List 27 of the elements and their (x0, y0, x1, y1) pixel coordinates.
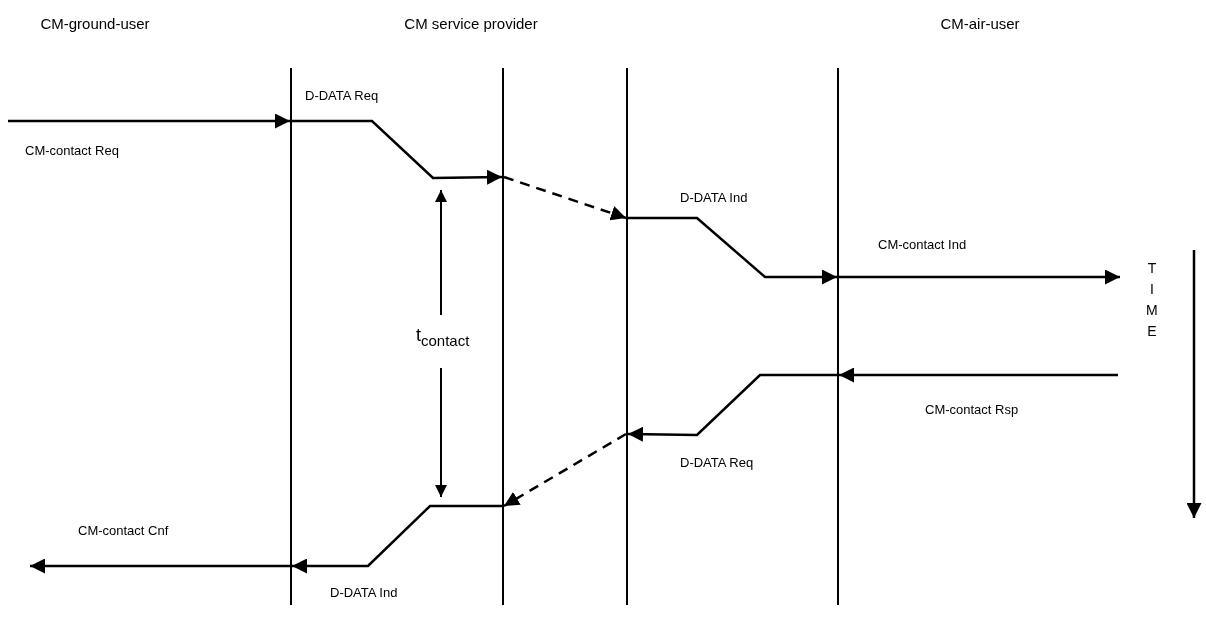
arrow (839, 269, 1120, 285)
edge-label: D-DATA Req (680, 455, 754, 470)
arrow (628, 373, 837, 442)
arrow (8, 113, 290, 129)
lifeline (626, 68, 628, 605)
edge-label: CM-contact Rsp (925, 402, 1019, 417)
edge-label: D-DATA Req (305, 88, 379, 103)
dimension-label: t$_{contact}$ (416, 325, 470, 349)
axis-label: TIME (1146, 259, 1158, 341)
arrow (503, 175, 627, 221)
column-heading: CM-ground-user (40, 15, 150, 32)
edge-label: CM-contact Req (25, 143, 119, 158)
lifeline (290, 68, 292, 605)
column-heading: CM-air-user (940, 15, 1020, 32)
edge-label: D-DATA Ind (680, 190, 748, 205)
lifeline (502, 68, 504, 605)
arrow (30, 558, 290, 574)
lifeline (837, 68, 839, 605)
edge-label: CM-contact Cnf (78, 523, 169, 538)
edge-label: CM-contact Ind (878, 237, 967, 252)
arrow (292, 504, 502, 574)
arrow (503, 432, 627, 508)
arrow (292, 119, 502, 185)
arrow (628, 216, 837, 285)
arrow (839, 367, 1118, 383)
edge-label: D-DATA Ind (330, 585, 398, 600)
column-heading: CM service provider (404, 15, 538, 32)
